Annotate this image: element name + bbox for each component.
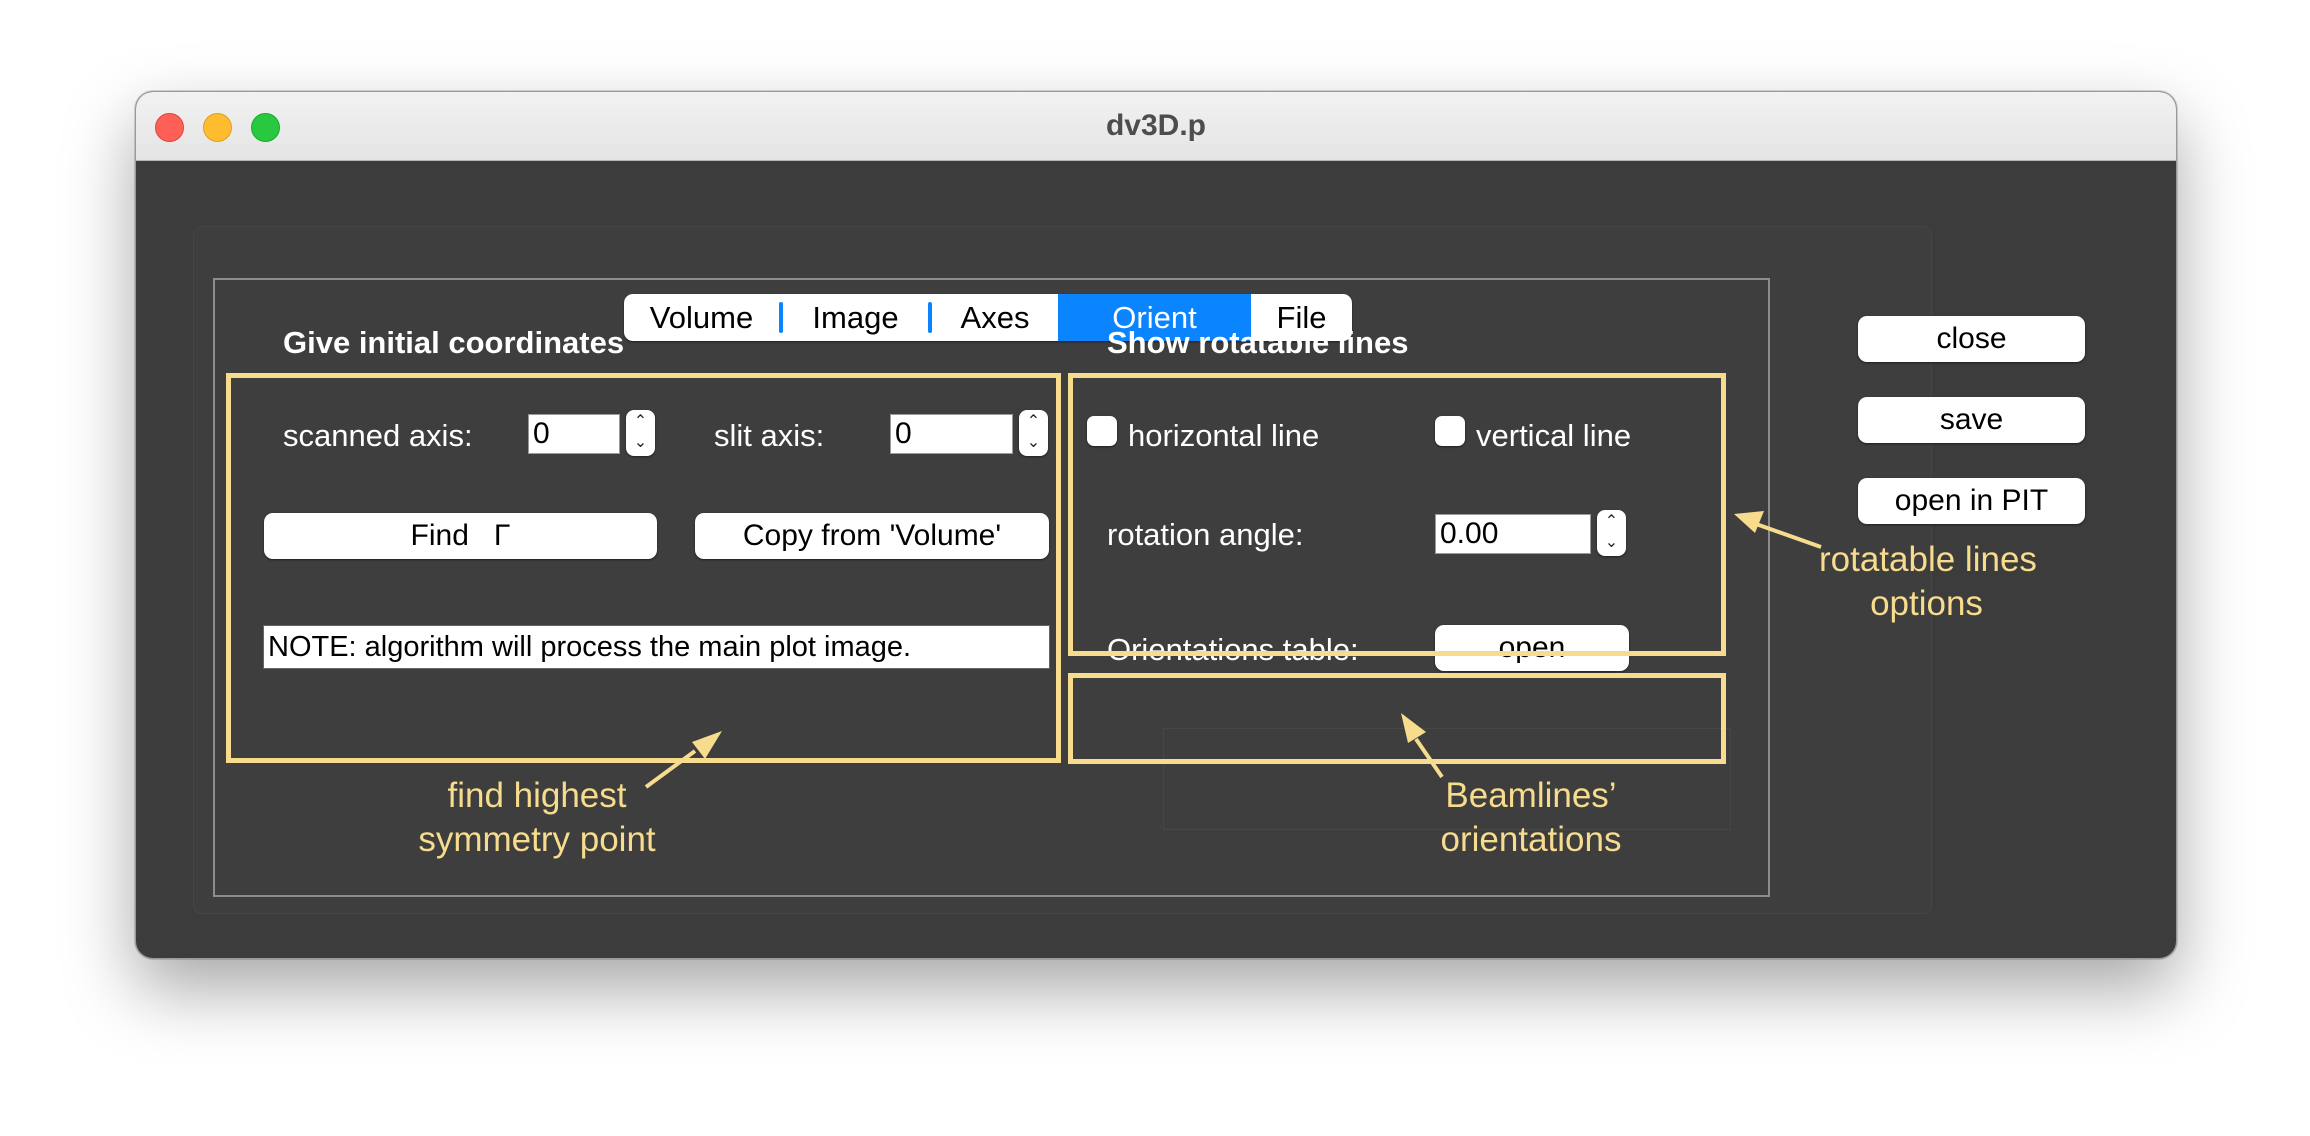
orientations-table-label: Orientations table:	[1107, 632, 1359, 667]
initial-coords-heading: Give initial coordinates	[283, 325, 625, 360]
open-in-pit-button[interactable]: open in PIT	[1858, 478, 2085, 524]
close-button[interactable]: close	[1858, 316, 2085, 362]
stepper-up-icon[interactable]: ⌃	[1026, 413, 1041, 430]
vertical-line-checkbox[interactable]	[1435, 416, 1465, 446]
annotation-line: Beamlines’	[1445, 776, 1617, 815]
save-button[interactable]: save	[1858, 397, 2085, 443]
annotation-beamlines-orientations: Beamlines’ orientations	[1421, 774, 1641, 862]
scanned-axis-stepper[interactable]: ⌃ ⌄	[626, 410, 655, 456]
arrow-rotatable	[1734, 511, 1822, 549]
scanned-axis-label: scanned axis:	[283, 418, 473, 453]
tab-file[interactable]: File	[1276, 300, 1327, 335]
rotation-angle-label: rotation angle:	[1107, 517, 1304, 552]
annotation-line: find highest	[447, 776, 627, 815]
rotation-angle-stepper[interactable]: ⌃ ⌄	[1597, 510, 1626, 556]
tab-separator	[928, 302, 932, 333]
algorithm-note: NOTE: algorithm will process the main pl…	[263, 625, 1050, 669]
zoom-window-icon[interactable]	[251, 113, 280, 142]
window-title: dv3D.p	[1105, 109, 1207, 142]
tab-volume[interactable]: Volume	[649, 300, 754, 335]
title-bar: dv3D.p	[136, 92, 2176, 161]
app-window: dv3D.p Volume Image Axes Orient File clo…	[135, 91, 2177, 959]
horizontal-line-checkbox[interactable]	[1087, 416, 1117, 446]
tab-image[interactable]: Image	[812, 300, 899, 335]
annotation-line: symmetry point	[418, 820, 656, 859]
stepper-up-icon[interactable]: ⌃	[1604, 513, 1619, 530]
orient-subpanel	[1163, 728, 1731, 830]
annotation-arrows	[644, 511, 1822, 789]
rotatable-lines-heading: Show rotatable lines	[1107, 325, 1409, 360]
horizontal-line-label[interactable]: horizontal line	[1128, 418, 1320, 453]
slit-axis-input[interactable]: 0	[890, 414, 1013, 454]
arrow-highest	[644, 731, 722, 789]
stepper-down-icon[interactable]: ⌄	[1026, 434, 1041, 451]
tab-bar: Volume Image Axes Orient File	[624, 294, 1352, 341]
window-content: Volume Image Axes Orient File close save…	[136, 160, 2176, 958]
highlight-initial-coords	[226, 373, 1061, 763]
stepper-down-icon[interactable]: ⌄	[1604, 534, 1619, 551]
find-gamma-button[interactable]: Find Γ	[264, 513, 657, 559]
stepper-down-icon[interactable]: ⌄	[633, 434, 648, 451]
tab-axes[interactable]: Axes	[960, 300, 1030, 335]
slit-axis-stepper[interactable]: ⌃ ⌄	[1019, 410, 1048, 456]
stepper-up-icon[interactable]: ⌃	[633, 413, 648, 430]
highlight-orientations	[1068, 673, 1726, 764]
minimize-window-icon[interactable]	[203, 113, 232, 142]
slit-axis-label: slit axis:	[714, 418, 825, 453]
annotation-line: orientations	[1440, 820, 1622, 859]
arrow-beamlines	[1401, 713, 1444, 779]
highlight-rotatable-lines	[1068, 373, 1726, 656]
tab-orient[interactable]: Orient	[1058, 294, 1251, 341]
close-window-icon[interactable]	[155, 113, 184, 142]
vertical-line-label[interactable]: vertical line	[1476, 418, 1632, 453]
annotation-highest-symmetry: find highest symmetry point	[397, 774, 677, 862]
orient-group-box	[213, 278, 1770, 897]
annotation-line: options	[1870, 584, 1983, 623]
annotation-rotatable-options: rotatable lines options	[1819, 538, 2037, 626]
tab-separator	[779, 302, 783, 333]
open-orientations-button[interactable]: open	[1435, 625, 1629, 671]
copy-from-volume-button[interactable]: Copy from 'Volume'	[695, 513, 1049, 559]
scanned-axis-input[interactable]: 0	[528, 414, 620, 454]
rotation-angle-input[interactable]: 0.00	[1435, 514, 1591, 554]
annotation-line: rotatable lines	[1819, 540, 2037, 579]
